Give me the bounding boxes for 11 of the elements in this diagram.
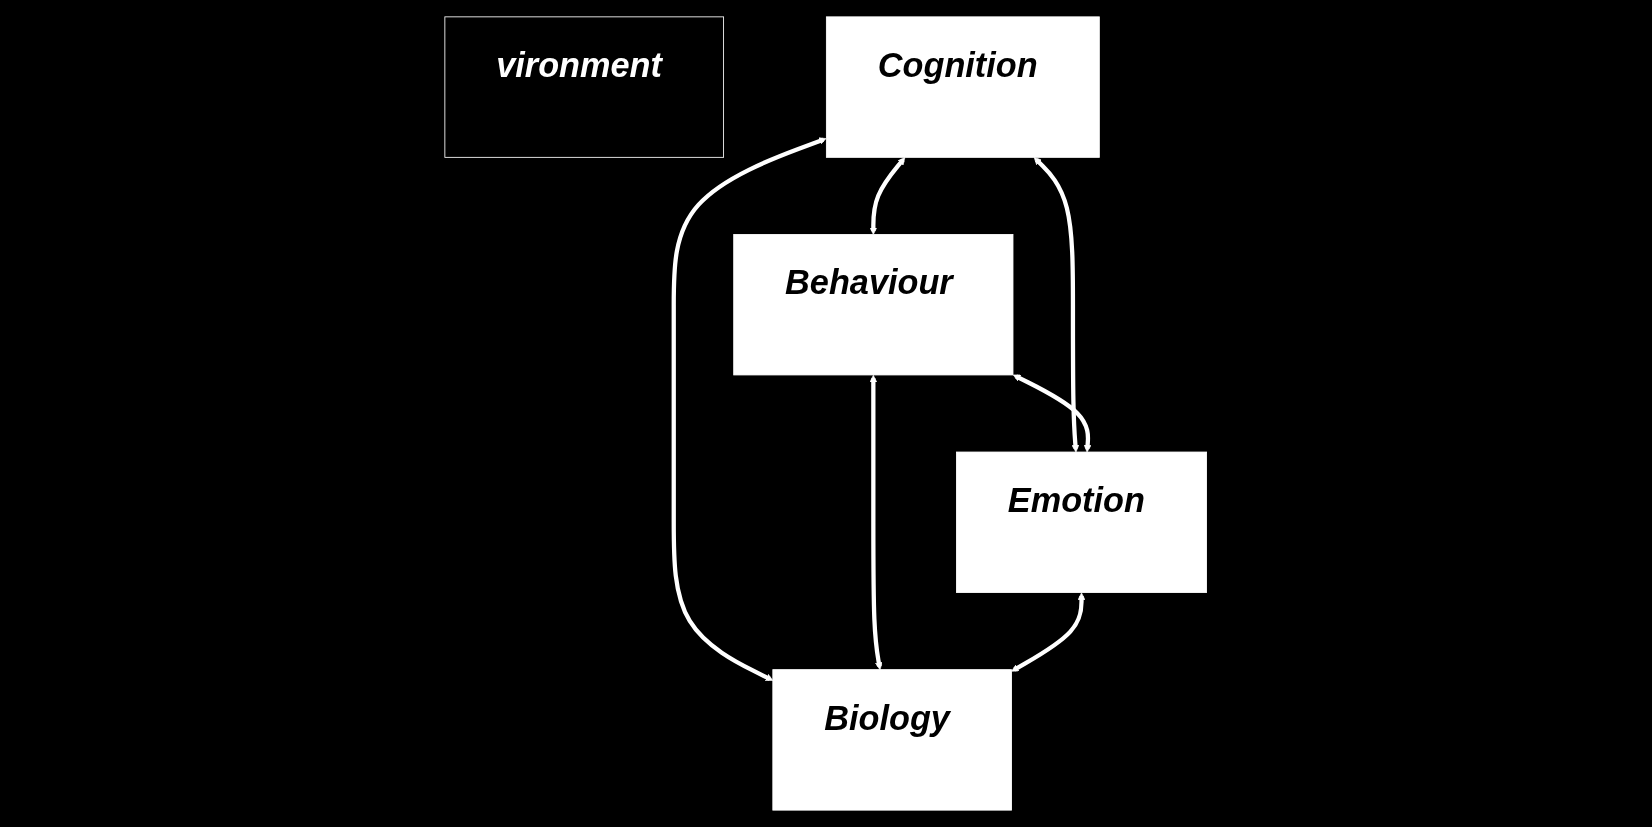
arrow bbox=[869, 374, 883, 670]
arrow bbox=[671, 137, 827, 681]
node-box: vironment bbox=[444, 16, 725, 158]
node-box: Behaviour bbox=[733, 234, 1014, 376]
arrow bbox=[1013, 374, 1092, 453]
arrow bbox=[869, 157, 906, 235]
node-box: Emotion bbox=[956, 451, 1208, 593]
node-box: Cognition bbox=[826, 16, 1101, 158]
node-box: Biology bbox=[772, 669, 1013, 811]
arrow bbox=[1011, 592, 1086, 672]
arrow bbox=[1034, 157, 1080, 453]
